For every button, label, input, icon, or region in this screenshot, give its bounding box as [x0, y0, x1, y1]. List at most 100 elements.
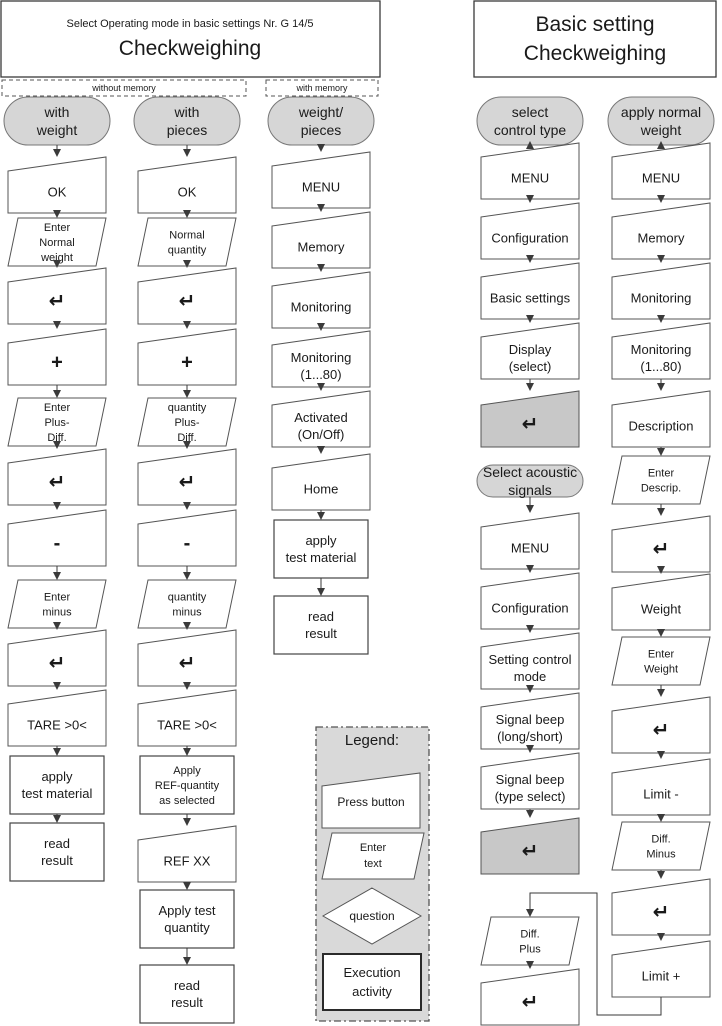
- control-type-step-1-menu-shape: [480, 142, 580, 200]
- pieces-step-13-apply-test-quantity-label-1: Apply test: [158, 903, 215, 918]
- weight-step-11-apply-test-material-label-2: test material: [22, 786, 93, 801]
- weight-pieces-step-1-menu-shape: [271, 151, 371, 209]
- acoustic-step-2-configuration-label-1: Configuration: [491, 601, 568, 616]
- header-left: Select Operating mode in basic settings …: [0, 0, 381, 78]
- start-weight-label-2: weight: [36, 122, 78, 138]
- acoustic-step-1-menu-shape: [480, 512, 580, 570]
- weight-step-2-enter-normal-weight-label-1: Enter: [44, 222, 71, 234]
- weight-step-1-ok-shape: [7, 156, 107, 214]
- normal-weight-step-14-limit-shape: [611, 940, 711, 998]
- normal-weight-step-6-enter-descrip-label-2: Descrip.: [641, 482, 681, 494]
- pieces-step-14-read-result-label-1: read: [174, 978, 200, 993]
- weight-step-8-enter-minus-label-1: Enter: [44, 591, 71, 603]
- control-type-step-4-display-select-label-2: (select): [509, 359, 552, 374]
- normal-weight-step-6-enter-descrip-label-1: Enter: [648, 467, 675, 479]
- legend-button-shape: [321, 772, 421, 829]
- weight-pieces-step-4-monitoring-1-80-label-2: (1...80): [300, 367, 341, 382]
- weight-pieces-step-6-home-label-1: Home: [304, 482, 339, 497]
- pieces-step-5-quantity-plus-diff-label-3: Diff.: [177, 432, 196, 444]
- weight-pieces-step-7-apply-test-material-label-1: apply: [305, 533, 337, 548]
- weight-step-5-enter-plus-diff-shape: [7, 397, 107, 447]
- acoustic-step-6-symbol-shape: [480, 817, 580, 875]
- weight-step-2-enter-normal-weight-label-2: Normal: [39, 237, 74, 249]
- acoustic-step-5-signal-beep-type-select-label-2: (type select): [495, 789, 566, 804]
- pieces-step-5-quantity-plus-diff-label-2: Plus-: [174, 417, 199, 429]
- weight-pieces-step-6-home-shape: [271, 453, 371, 511]
- legend: Legend: Press button Enter text question…: [315, 726, 430, 1022]
- header-left-title: Checkweighing: [119, 37, 261, 60]
- acoustic-step-6-symbol-label-1: ↵: [522, 841, 539, 863]
- legend-title: Legend:: [345, 732, 399, 749]
- pieces-step-10-tare-0-shape: [137, 689, 237, 747]
- limit-plus-to-diff-plus-arrow: [526, 892, 662, 1016]
- weight-pieces-step-5-activated-on-off-label-2: (On/Off): [298, 427, 345, 442]
- pieces-step-2-normal-quantity-label-2: quantity: [168, 244, 207, 256]
- control-type-step-3-basic-settings-shape: [480, 262, 580, 320]
- control-type-step-2-configuration-shape: [480, 202, 580, 260]
- header-right-line1: Basic setting: [535, 13, 654, 36]
- normal-weight-step-14-limit-label-1: Limit +: [642, 969, 681, 984]
- acoustic-step-1-menu-label-1: MENU: [511, 541, 549, 556]
- start-weight-label-1: with: [44, 104, 70, 120]
- start-normal-weight-label-1: apply normal: [621, 104, 701, 120]
- pieces-step-13-apply-test-quantity-label-2: quantity: [164, 920, 210, 935]
- normal-weight-step-7-symbol-label-1: ↵: [653, 539, 670, 561]
- header-right-line2: Checkweighing: [524, 42, 666, 65]
- pieces-step-14-read-result-shape: [139, 964, 235, 1024]
- weight-step-12-read-result-shape: [9, 822, 105, 882]
- weight-pieces-step-8-read-result-shape: [273, 595, 369, 655]
- weight-step-10-tare-0-label-1: TARE >0<: [27, 718, 87, 733]
- pieces-step-3-symbol-shape: [137, 267, 237, 325]
- weight-step-7-symbol-label-1: -: [54, 533, 61, 555]
- acoustic-step-5-signal-beep-type-select-label-1: Signal beep: [496, 772, 565, 787]
- normal-weight-step-11-limit-shape: [611, 758, 711, 816]
- legend-enter-text-1: Enter: [360, 842, 387, 854]
- weight-step-5-enter-plus-diff-label-2: Plus-: [44, 417, 69, 429]
- start-control-type-label-1: select: [512, 104, 549, 120]
- weight-step-11-apply-test-material-shape: [9, 755, 105, 815]
- normal-weight-step-4-monitoring-1-80-shape: [611, 322, 711, 380]
- pieces-step-3-symbol-label-1: ↵: [179, 291, 196, 313]
- weight-step-3-symbol-label-1: ↵: [49, 291, 66, 313]
- weight-step-5-enter-plus-diff-label-1: Enter: [44, 402, 71, 414]
- weight-step-12-read-result-label-2: result: [41, 853, 73, 868]
- weight-step-6-symbol-shape: [7, 448, 107, 506]
- plus-continuation-step-1-diff-plus-shape: [480, 916, 580, 966]
- pieces-step-4-symbol-shape: [137, 328, 237, 386]
- normal-weight-step-1-menu-shape: [611, 142, 711, 200]
- weight-step-1-ok-label-1: OK: [48, 185, 67, 200]
- acoustic-step-3-setting-control-mode-shape: [480, 632, 580, 690]
- normal-weight-step-3-monitoring-shape: [611, 262, 711, 320]
- normal-weight-step-12-diff-minus-shape: [611, 821, 711, 871]
- control-type-step-5-symbol-shape: [480, 390, 580, 448]
- group-label-with-memory: with memory: [295, 83, 348, 93]
- control-type-step-2-configuration-label-1: Configuration: [491, 231, 568, 246]
- normal-weight-step-11-limit-label-1: Limit -: [643, 787, 678, 802]
- acoustic-step-5-signal-beep-type-select-shape: [480, 752, 580, 810]
- plus-continuation-step-1-diff-plus-label-2: Plus: [519, 943, 541, 955]
- weight-pieces-step-3-monitoring-label-1: Monitoring: [291, 300, 352, 315]
- weight-step-4-symbol-label-1: +: [51, 352, 63, 374]
- group-without-memory: without memory: [1, 79, 247, 97]
- control-type-step-4-display-select-label-1: Display: [509, 342, 552, 357]
- legend-press-button: Press button: [337, 795, 404, 809]
- pieces-step-1-ok-shape: [137, 156, 237, 214]
- normal-weight-step-7-symbol-shape: [611, 515, 711, 573]
- pieces-step-14-read-result-label-2: result: [171, 995, 203, 1010]
- control-type-step-1-menu-label-1: MENU: [511, 171, 549, 186]
- start-acoustic-label-2: signals: [508, 482, 552, 498]
- normal-weight-step-9-enter-weight-label-1: Enter: [648, 648, 675, 660]
- normal-weight-step-6-enter-descrip-shape: [611, 455, 711, 505]
- normal-weight-step-4-monitoring-1-80-label-2: (1...80): [640, 359, 681, 374]
- weight-step-8-enter-minus-label-2: minus: [42, 606, 72, 618]
- weight-step-7-symbol-shape: [7, 509, 107, 567]
- pieces-step-1-ok-label-1: OK: [178, 185, 197, 200]
- legend-enter-text-2: text: [364, 858, 382, 870]
- pieces-step-8-quantity-minus-label-1: quantity: [168, 591, 207, 603]
- normal-weight-step-10-symbol-label-1: ↵: [653, 720, 670, 742]
- plus-continuation-step-2-symbol-label-1: ↵: [522, 992, 539, 1014]
- weight-step-2-enter-normal-weight-label-3: weight: [40, 252, 73, 264]
- pieces-step-13-apply-test-quantity-shape: [139, 889, 235, 949]
- weight-pieces-step-7-apply-test-material-label-2: test material: [286, 550, 357, 565]
- acoustic-step-4-signal-beep-long-short-shape: [480, 692, 580, 750]
